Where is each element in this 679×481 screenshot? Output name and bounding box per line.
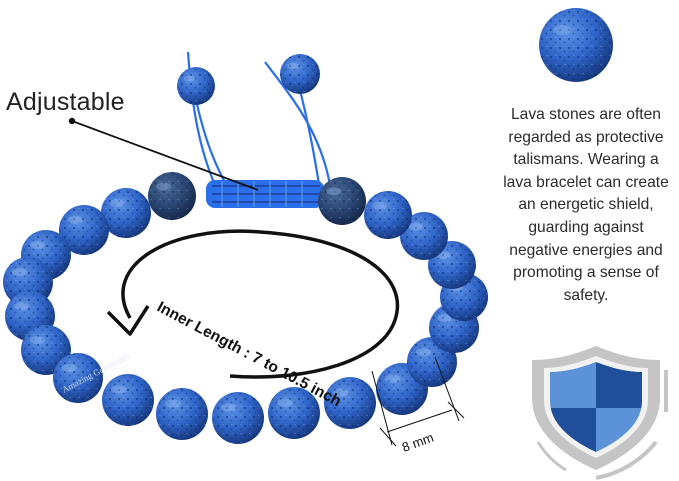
inner-length-arrow [106, 229, 400, 379]
lava-bead-highlight [29, 336, 45, 344]
bracelet-beads [3, 54, 488, 444]
lava-bead-highlight [372, 201, 387, 210]
lava-bead-texture [156, 388, 208, 440]
lava-bead-highlight [333, 388, 349, 397]
description-text: Lava stones are often regarded as protec… [488, 104, 679, 307]
lava-bead-highlight [287, 62, 299, 70]
lava-bead-highlight [156, 182, 171, 191]
lava-bead-highlight [415, 348, 431, 356]
lava-bead-highlight [221, 403, 237, 412]
adjustable-knot [206, 180, 324, 208]
lava-bead-highlight [67, 216, 83, 224]
lava-bead-texture [324, 377, 376, 429]
description-line: Lava stones are often [511, 106, 661, 123]
lava-bead-highlight [408, 222, 423, 231]
lava-bead-icon [539, 8, 613, 82]
lava-bead-texture [318, 177, 366, 225]
lava-bead-texture [280, 54, 320, 94]
bead-size-measure [371, 356, 465, 447]
lava-bead-highlight [29, 241, 45, 249]
lava-bead-highlight [13, 302, 29, 310]
lava-bead-texture [177, 67, 215, 105]
lava-bead-texture [364, 191, 412, 239]
description-line: talismans. Wearing a [513, 151, 659, 169]
lava-bead-highlight [165, 399, 181, 408]
lava-bead-highlight [109, 199, 125, 207]
description-line: safety. [563, 286, 609, 304]
adjustable-label: Adjustable [6, 88, 125, 116]
description-line: lava bracelet can create [503, 173, 669, 191]
lava-bead-highlight [277, 398, 293, 407]
lava-bead-texture [102, 374, 154, 426]
bead-size-label: 8 mm [400, 430, 436, 455]
lava-bead-highlight [11, 268, 27, 276]
lava-bead-highlight [61, 364, 77, 372]
shield-icon [532, 346, 668, 480]
lava-bead-highlight [437, 314, 453, 322]
lava-bead-texture [268, 387, 320, 439]
lava-bead-texture [59, 205, 109, 255]
lava-bead-highlight [183, 75, 196, 82]
lava-bead-texture [400, 212, 448, 260]
description-line: an energetic shield, [518, 196, 654, 214]
lava-bead-highlight [111, 385, 127, 394]
lava-bead-highlight [326, 187, 341, 196]
lava-bead-texture [101, 188, 151, 238]
lava-bead-texture [53, 353, 103, 403]
description-line: regarded as protective [508, 128, 664, 146]
description-line: promoting a sense of [513, 264, 659, 282]
lava-bead-texture [148, 172, 196, 220]
description-line: negative energies and [509, 241, 663, 259]
description-line: guarding against [528, 218, 644, 236]
lava-bead-highlight [385, 374, 401, 383]
adjustable-pointer [68, 117, 259, 191]
lava-bead-texture [212, 392, 264, 444]
